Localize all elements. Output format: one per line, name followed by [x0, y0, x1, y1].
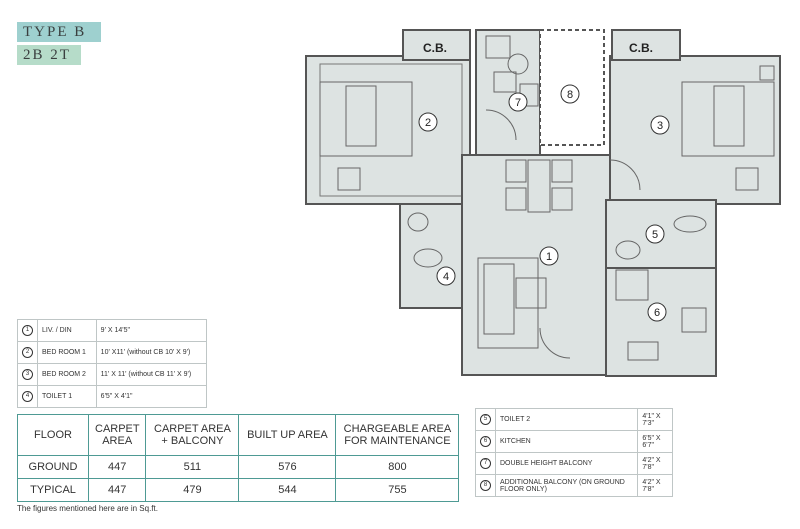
room-dimension: 9' X 14'5" [95, 319, 208, 342]
room-marker-2: 2 [425, 117, 431, 129]
header-carpet-area: CARPET AREA [87, 414, 147, 456]
cupboard-label-left: C.B. [423, 41, 447, 55]
room-number: 8 [480, 480, 491, 491]
room-row: 2 BED ROOM 1 10' X11' (without CB 10' X … [17, 341, 208, 364]
area-table: FLOOR CARPET AREA CARPET AREA + BALCONY … [17, 414, 460, 502]
room-dimension: 4'2" X 7'8" [637, 452, 673, 475]
units-note: The figures mentioned here are in Sq.ft. [17, 504, 158, 513]
floor-plan: C.B. C.B. 1 2 3 4 5 6 7 8 [305, 29, 781, 377]
room-number: 1 [22, 325, 33, 336]
room-marker-3: 3 [657, 120, 663, 132]
header-floor: FLOOR [17, 414, 89, 456]
configuration-label: 2B 2T [17, 45, 81, 65]
room-row: 5 TOILET 2 4'1" X 7'3" [475, 408, 673, 431]
room-name: BED ROOM 1 [37, 341, 97, 364]
table-cell: 576 [238, 455, 337, 479]
room-name: BED ROOM 2 [37, 363, 97, 386]
table-cell: TYPICAL [17, 478, 89, 502]
unit-type-label: TYPE B [17, 22, 101, 42]
room-name: DOUBLE HEIGHT BALCONY [494, 452, 639, 475]
room-number: 4 [22, 391, 33, 402]
table-row: GROUND 447 511 576 800 [17, 455, 460, 479]
table-cell: 544 [238, 478, 337, 502]
room-schedule-left: 1 LIV. / DIN 9' X 14'5" 2 BED ROOM 1 10'… [17, 319, 208, 408]
room-marker-4: 4 [443, 271, 449, 283]
table-row: TYPICAL 447 479 544 755 [17, 478, 460, 502]
room-number: 7 [480, 458, 491, 469]
room-row: 1 LIV. / DIN 9' X 14'5" [17, 319, 208, 342]
room-name: TOILET 1 [37, 385, 97, 408]
room-name: ADDITIONAL BALCONY (ON GROUND FLOOR ONLY… [494, 474, 639, 497]
room-dimension: 4'1" X 7'3" [637, 408, 673, 431]
room-number: 3 [22, 369, 33, 380]
room-name: KITCHEN [494, 430, 639, 453]
header-carpet-balcony: CARPET AREA + BALCONY [145, 414, 240, 456]
table-cell: 511 [145, 455, 240, 479]
room-number: 5 [480, 414, 491, 425]
room-marker-8: 8 [567, 89, 573, 101]
area-table-header: FLOOR CARPET AREA CARPET AREA + BALCONY … [17, 414, 460, 456]
room-schedule-right: 5 TOILET 2 4'1" X 7'3" 6 KITCHEN 6'5" X … [475, 408, 673, 497]
table-cell: 800 [335, 455, 460, 479]
room-row: 7 DOUBLE HEIGHT BALCONY 4'2" X 7'8" [475, 452, 673, 475]
header-chargeable-area: CHARGEABLE AREA FOR MAINTENANCE [335, 414, 460, 456]
room-name: LIV. / DIN [37, 319, 97, 342]
room-dimension: 6'5" X 6'7" [637, 430, 673, 453]
room-dimension: 10' X11' (without CB 10' X 9') [95, 341, 208, 364]
table-cell: 447 [87, 455, 147, 479]
room-dimension: 6'5" X 4'1" [95, 385, 208, 408]
room-marker-6: 6 [654, 307, 660, 319]
room-row: 6 KITCHEN 6'5" X 6'7" [475, 430, 673, 453]
room-marker-5: 5 [652, 229, 658, 241]
cupboard-label-right: C.B. [629, 41, 653, 55]
room-marker-7: 7 [515, 97, 521, 109]
table-cell: 447 [87, 478, 147, 502]
table-cell: 755 [335, 478, 460, 502]
header-built-up-area: BUILT UP AREA [238, 414, 337, 456]
room-row: 4 TOILET 1 6'5" X 4'1" [17, 385, 208, 408]
table-cell: GROUND [17, 455, 89, 479]
room-dimension: 4'2" X 7'8" [637, 474, 673, 497]
room-row: 8 ADDITIONAL BALCONY (ON GROUND FLOOR ON… [475, 474, 673, 497]
room-marker-1: 1 [546, 251, 552, 263]
room-number: 6 [480, 436, 491, 447]
room-number: 2 [22, 347, 33, 358]
room-dimension: 11' X 11' (without CB 11' X 9') [95, 363, 208, 386]
table-cell: 479 [145, 478, 240, 502]
room-row: 3 BED ROOM 2 11' X 11' (without CB 11' X… [17, 363, 208, 386]
room-name: TOILET 2 [494, 408, 639, 431]
